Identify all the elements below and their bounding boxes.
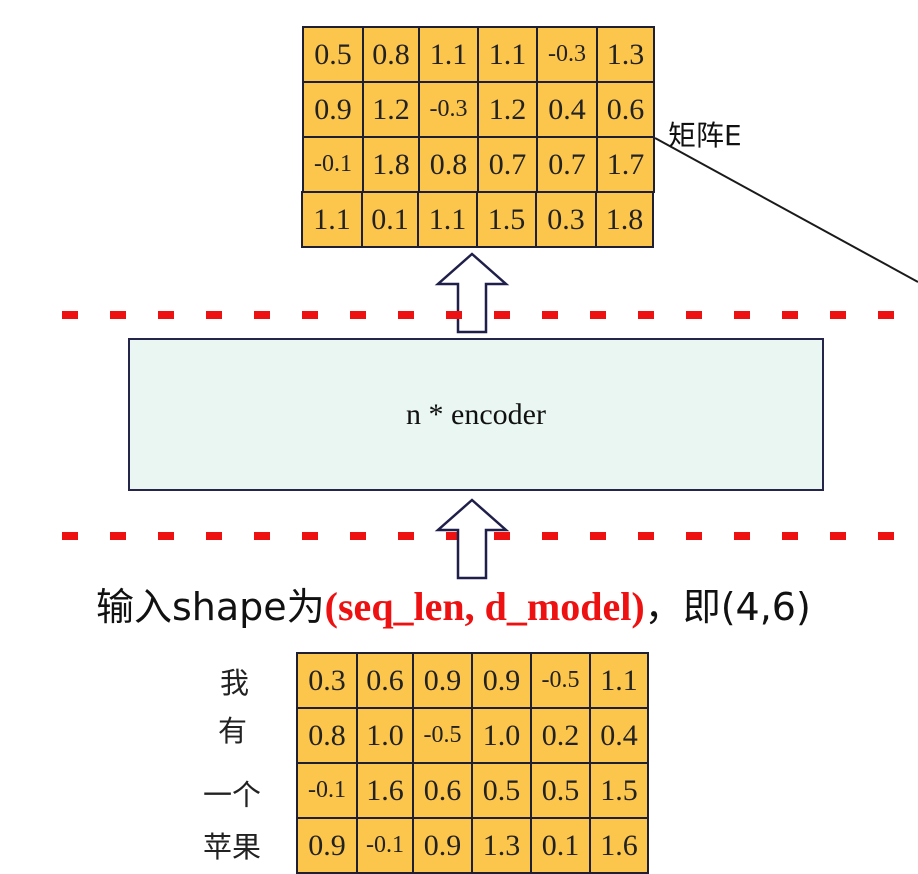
matrix-e-cell-r1-c1: 0.5 xyxy=(302,26,364,83)
input-cell-r3-c6: 1.5 xyxy=(589,762,649,819)
caption-comma: ， xyxy=(644,585,683,629)
input-cell-r3-c3: 0.6 xyxy=(412,762,473,819)
input-cell-r2-c2: 1.0 xyxy=(356,707,414,764)
input-cell-r1-c6: 1.1 xyxy=(589,652,649,709)
input-cell-r1-c5: -0.5 xyxy=(530,652,591,709)
matrix-e-cell-r2-c1: 0.9 xyxy=(302,81,364,138)
input-cell-r1-c2: 0.6 xyxy=(356,652,414,709)
matrix-e-cell-r4-c6: 1.8 xyxy=(595,191,654,248)
matrix-e-cell-r4-c3: 1.1 xyxy=(417,191,478,248)
input-cell-r1-c3: 0.9 xyxy=(412,652,473,709)
matrix-e-cell-r1-c6: 1.3 xyxy=(596,26,655,83)
input-cell-r3-c1: -0.1 xyxy=(296,762,358,819)
matrix-e-cell-r3-c6: 1.7 xyxy=(596,136,655,193)
caption-prefix: 输入shape为 xyxy=(96,585,325,629)
input-cell-r2-c5: 0.2 xyxy=(530,707,591,764)
encoder-label: n * encoder xyxy=(406,397,546,431)
matrix-e-cell-r4-c2: 0.1 xyxy=(361,191,419,248)
input-cell-r4-c4: 1.3 xyxy=(471,817,532,874)
input-cell-r3-c5: 0.5 xyxy=(530,762,591,819)
caption-suffix: 即(4,6) xyxy=(682,585,811,629)
dashed-divider-bottom xyxy=(62,532,918,540)
matrix-e-cell-r3-c5: 0.7 xyxy=(536,136,598,193)
matrix-e-cell-r4-c1: 1.1 xyxy=(301,191,363,248)
dashed-divider-top xyxy=(62,311,918,319)
matrix-e-cell-r1-c5: -0.3 xyxy=(536,26,598,83)
input-cell-r1-c1: 0.3 xyxy=(296,652,358,709)
input-cell-r2-c3: -0.5 xyxy=(412,707,473,764)
input-word-4: 苹果 xyxy=(203,830,262,864)
encoder-block: n * encoder xyxy=(128,338,824,491)
input-word-3: 一个 xyxy=(203,778,262,812)
matrix-e-cell-r2-c4: 1.2 xyxy=(477,81,538,138)
input-cell-r4-c6: 1.6 xyxy=(589,817,649,874)
caption-highlight: (seq_len, d_model) xyxy=(324,584,645,629)
matrix-e-cell-r2-c3: -0.3 xyxy=(418,81,479,138)
up-arrow-bottom xyxy=(434,498,510,580)
matrix-e-cell-r1-c4: 1.1 xyxy=(477,26,538,83)
input-cell-r2-c1: 0.8 xyxy=(296,707,358,764)
input-cell-r4-c1: 0.9 xyxy=(296,817,358,874)
input-cell-r4-c5: 0.1 xyxy=(530,817,591,874)
matrix-e-cell-r3-c3: 0.8 xyxy=(418,136,479,193)
input-cell-r4-c2: -0.1 xyxy=(356,817,414,874)
input-shape-caption: 输入shape为(seq_len, d_model)，即(4,6) xyxy=(96,576,856,631)
matrix-e-cell-r2-c2: 1.2 xyxy=(362,81,420,138)
matrix-e-cell-r3-c2: 1.8 xyxy=(362,136,420,193)
matrix-e-cell-r4-c5: 0.3 xyxy=(535,191,597,248)
up-arrow-top xyxy=(434,252,510,334)
matrix-e-cell-r2-c6: 0.6 xyxy=(596,81,655,138)
matrix-e-cell-r4-c4: 1.5 xyxy=(476,191,537,248)
input-cell-r3-c2: 1.6 xyxy=(356,762,414,819)
matrix-e-label-text: 矩阵E xyxy=(668,119,742,152)
input-word-2: 有 xyxy=(218,714,248,748)
input-cell-r4-c3: 0.9 xyxy=(412,817,473,874)
input-cell-r2-c6: 0.4 xyxy=(589,707,649,764)
input-cell-r3-c4: 0.5 xyxy=(471,762,532,819)
input-cell-r1-c4: 0.9 xyxy=(471,652,532,709)
input-cell-r2-c4: 1.0 xyxy=(471,707,532,764)
input-word-1: 我 xyxy=(220,666,250,700)
matrix-e-label: 矩阵E xyxy=(668,114,742,154)
